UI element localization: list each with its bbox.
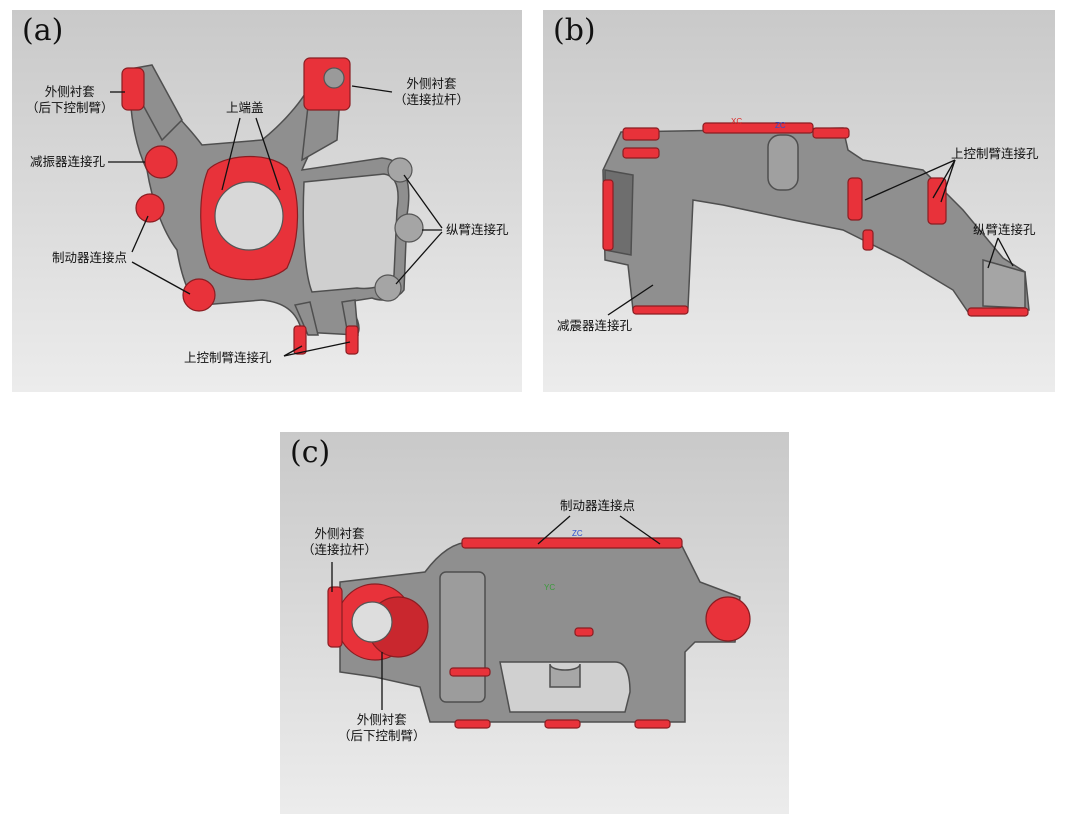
leader-line <box>987 237 999 269</box>
bottom-pad <box>544 719 581 729</box>
bushing-tie-bore <box>323 67 345 89</box>
label-outer-bushing-rear: 外侧衬套 （后下控制臂） <box>26 84 114 116</box>
axis-label-yc: YC <box>544 583 555 592</box>
label-brake-point: 制动器连接点 <box>560 498 636 513</box>
pad <box>574 627 594 637</box>
top-pad <box>461 537 683 549</box>
leader-line <box>997 237 1014 267</box>
label-outer-bushing-tie: 外侧衬套 （连接拉杆） <box>302 526 377 558</box>
damper-face-red <box>602 179 614 251</box>
label-line: 外侧衬套 <box>44 84 95 99</box>
brake-point-lower <box>182 278 216 312</box>
label-upper-arm-hole: 上控制臂连接孔 <box>951 146 1039 161</box>
red-pad <box>812 127 850 139</box>
knuckle-front-drawing <box>108 57 443 357</box>
panel-c-top-view: (c) ZC YC <box>280 432 789 814</box>
panel-label: (a) <box>22 13 64 48</box>
bottom-pad-right <box>967 307 1029 317</box>
trailing-arm-hole-2 <box>394 213 424 243</box>
upper-arm-bushing-1 <box>847 177 863 221</box>
bottom-pad <box>454 719 491 729</box>
leader-line <box>619 515 661 545</box>
top-pillar <box>439 571 486 703</box>
panel-b-side-view: (b) XC ZC <box>543 10 1055 392</box>
leader-line <box>221 117 241 191</box>
leader-line <box>932 159 956 199</box>
leader-line <box>131 215 149 253</box>
panel-label: (c) <box>290 435 331 470</box>
label-line: （后下控制臂） <box>338 728 426 743</box>
knuckle-top-drawing: ZC YC <box>327 515 751 729</box>
label-line: （连接拉杆） <box>394 92 470 107</box>
bushing-end-face <box>327 586 343 648</box>
label-upper-cover: 上端盖 <box>226 100 264 115</box>
damper-hole <box>144 145 178 179</box>
upper-arm-bushing-2 <box>927 177 947 225</box>
upper-arm-mount-left <box>293 325 307 355</box>
trailing-arm-hole-3 <box>374 274 402 302</box>
leader-line <box>131 261 191 295</box>
panel-label: (b) <box>553 13 596 48</box>
frame-window <box>302 173 399 293</box>
red-pad-top <box>702 122 814 134</box>
label-line: （连接拉杆） <box>302 542 378 557</box>
label-line: 外侧衬套 <box>356 712 407 727</box>
leader-line <box>283 341 351 357</box>
label-upper-arm-hole: 上控制臂连接孔 <box>184 350 272 365</box>
upper-arm-mount-right <box>345 325 359 355</box>
red-pad-small <box>862 229 874 251</box>
label-line: 外侧衬套 <box>314 526 365 541</box>
bushing-right <box>705 596 751 642</box>
leader-line <box>403 174 443 229</box>
top-boss <box>549 663 581 688</box>
leader-line <box>607 284 654 316</box>
label-brake-point: 制动器连接点 <box>52 250 128 265</box>
leader-line <box>537 515 571 545</box>
bushing-bore <box>351 601 393 643</box>
red-pad <box>622 127 660 141</box>
label-line: 外侧衬套 <box>406 76 457 91</box>
leader-line <box>940 159 956 203</box>
label-trailing-arm-hole: 纵臂连接孔 <box>973 222 1036 237</box>
hub-bore <box>214 181 284 251</box>
leader-line <box>864 159 956 201</box>
trailing-arm-hole-1 <box>387 157 413 183</box>
label-damper-hole: 减震器连接孔 <box>557 318 633 333</box>
brake-point-upper <box>135 193 165 223</box>
label-outer-bushing-rear: 外侧衬套 （后下控制臂） <box>338 712 426 744</box>
axis-label-zc: ZC <box>775 121 786 130</box>
lower-mount-left <box>293 301 319 336</box>
label-trailing-arm-hole: 纵臂连接孔 <box>446 222 509 237</box>
label-line: （后下控制臂） <box>26 100 114 115</box>
label-outer-bushing-tie: 外侧衬套 （连接拉杆） <box>394 76 469 108</box>
leader-line <box>255 117 281 191</box>
pad <box>449 667 491 677</box>
knuckle-side-drawing: XC ZC <box>602 117 1030 317</box>
axis-label-zc: ZC <box>572 529 583 538</box>
axis-label-xc: XC <box>731 117 742 126</box>
bushing-rear-arm <box>121 67 145 111</box>
leader-line <box>283 345 303 357</box>
label-damper-hole: 减振器连接孔 <box>30 154 106 169</box>
bottom-pad <box>632 305 689 315</box>
panel-a-front-view: (a) <box>12 10 522 392</box>
red-pad <box>622 147 660 159</box>
leader-line <box>351 85 393 93</box>
bottom-pad <box>634 719 671 729</box>
side-slot <box>767 134 799 191</box>
leader-line <box>395 231 443 285</box>
